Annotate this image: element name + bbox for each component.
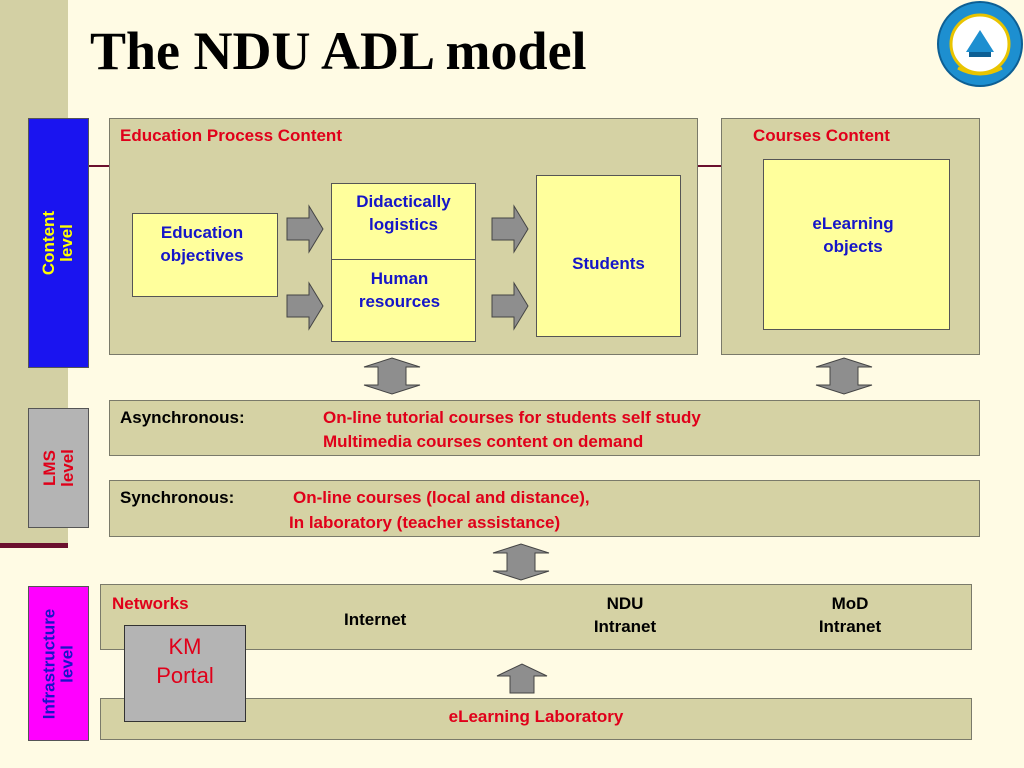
elearning-laboratory-label: eLearning Laboratory bbox=[448, 707, 624, 726]
students-label: Students bbox=[572, 254, 645, 273]
lms-level-line2: level bbox=[57, 449, 77, 487]
double-arrow-vertical-icon bbox=[815, 357, 873, 395]
content-level-line2: level bbox=[57, 224, 77, 262]
arrow-up-icon bbox=[496, 663, 548, 694]
connector-line-left bbox=[89, 165, 111, 167]
km-portal-box bbox=[124, 625, 246, 722]
synchronous-panel bbox=[109, 480, 980, 537]
double-arrow-vertical-icon bbox=[363, 357, 421, 395]
infrastructure-level-line2: level bbox=[57, 644, 77, 683]
courses-content-heading: Courses Content bbox=[753, 126, 890, 145]
education-objectives-box bbox=[132, 213, 278, 297]
arrow-right-icon bbox=[286, 281, 324, 331]
logo-emblem-icon bbox=[937, 1, 1023, 87]
arrow-right-icon bbox=[286, 204, 324, 254]
content-level-line1: Content bbox=[39, 210, 59, 276]
arrow-right-icon bbox=[491, 281, 529, 331]
double-arrow-vertical-icon bbox=[492, 543, 550, 581]
infrastructure-level-line1: Infrastructure bbox=[39, 608, 59, 719]
connector-line-middle bbox=[697, 165, 722, 167]
logistics-divider bbox=[331, 259, 476, 260]
page-title: The NDU ADL model bbox=[90, 21, 587, 81]
asynchronous-line-2: Multimedia courses content on demand bbox=[323, 432, 644, 451]
logistics-resources-box bbox=[331, 183, 476, 342]
networks-label: Networks bbox=[112, 594, 189, 613]
students-box bbox=[536, 175, 681, 337]
synchronous-line-1: On-line courses (local and distance), bbox=[293, 488, 590, 507]
band-divider-line bbox=[0, 543, 68, 548]
ndu-logo bbox=[936, 0, 1024, 88]
education-process-heading: Education Process Content bbox=[120, 126, 342, 145]
lms-level-line1: LMS bbox=[39, 450, 59, 486]
asynchronous-line-1: On-line tutorial courses for students se… bbox=[323, 408, 701, 427]
arrow-right-icon bbox=[491, 204, 529, 254]
asynchronous-label: Asynchronous: bbox=[120, 408, 245, 427]
internet-label: Internet bbox=[344, 610, 407, 629]
asynchronous-panel bbox=[109, 400, 980, 456]
synchronous-line-2: In laboratory (teacher assistance) bbox=[289, 513, 561, 532]
elearning-objects-box bbox=[763, 159, 950, 330]
synchronous-label: Synchronous: bbox=[120, 488, 235, 507]
